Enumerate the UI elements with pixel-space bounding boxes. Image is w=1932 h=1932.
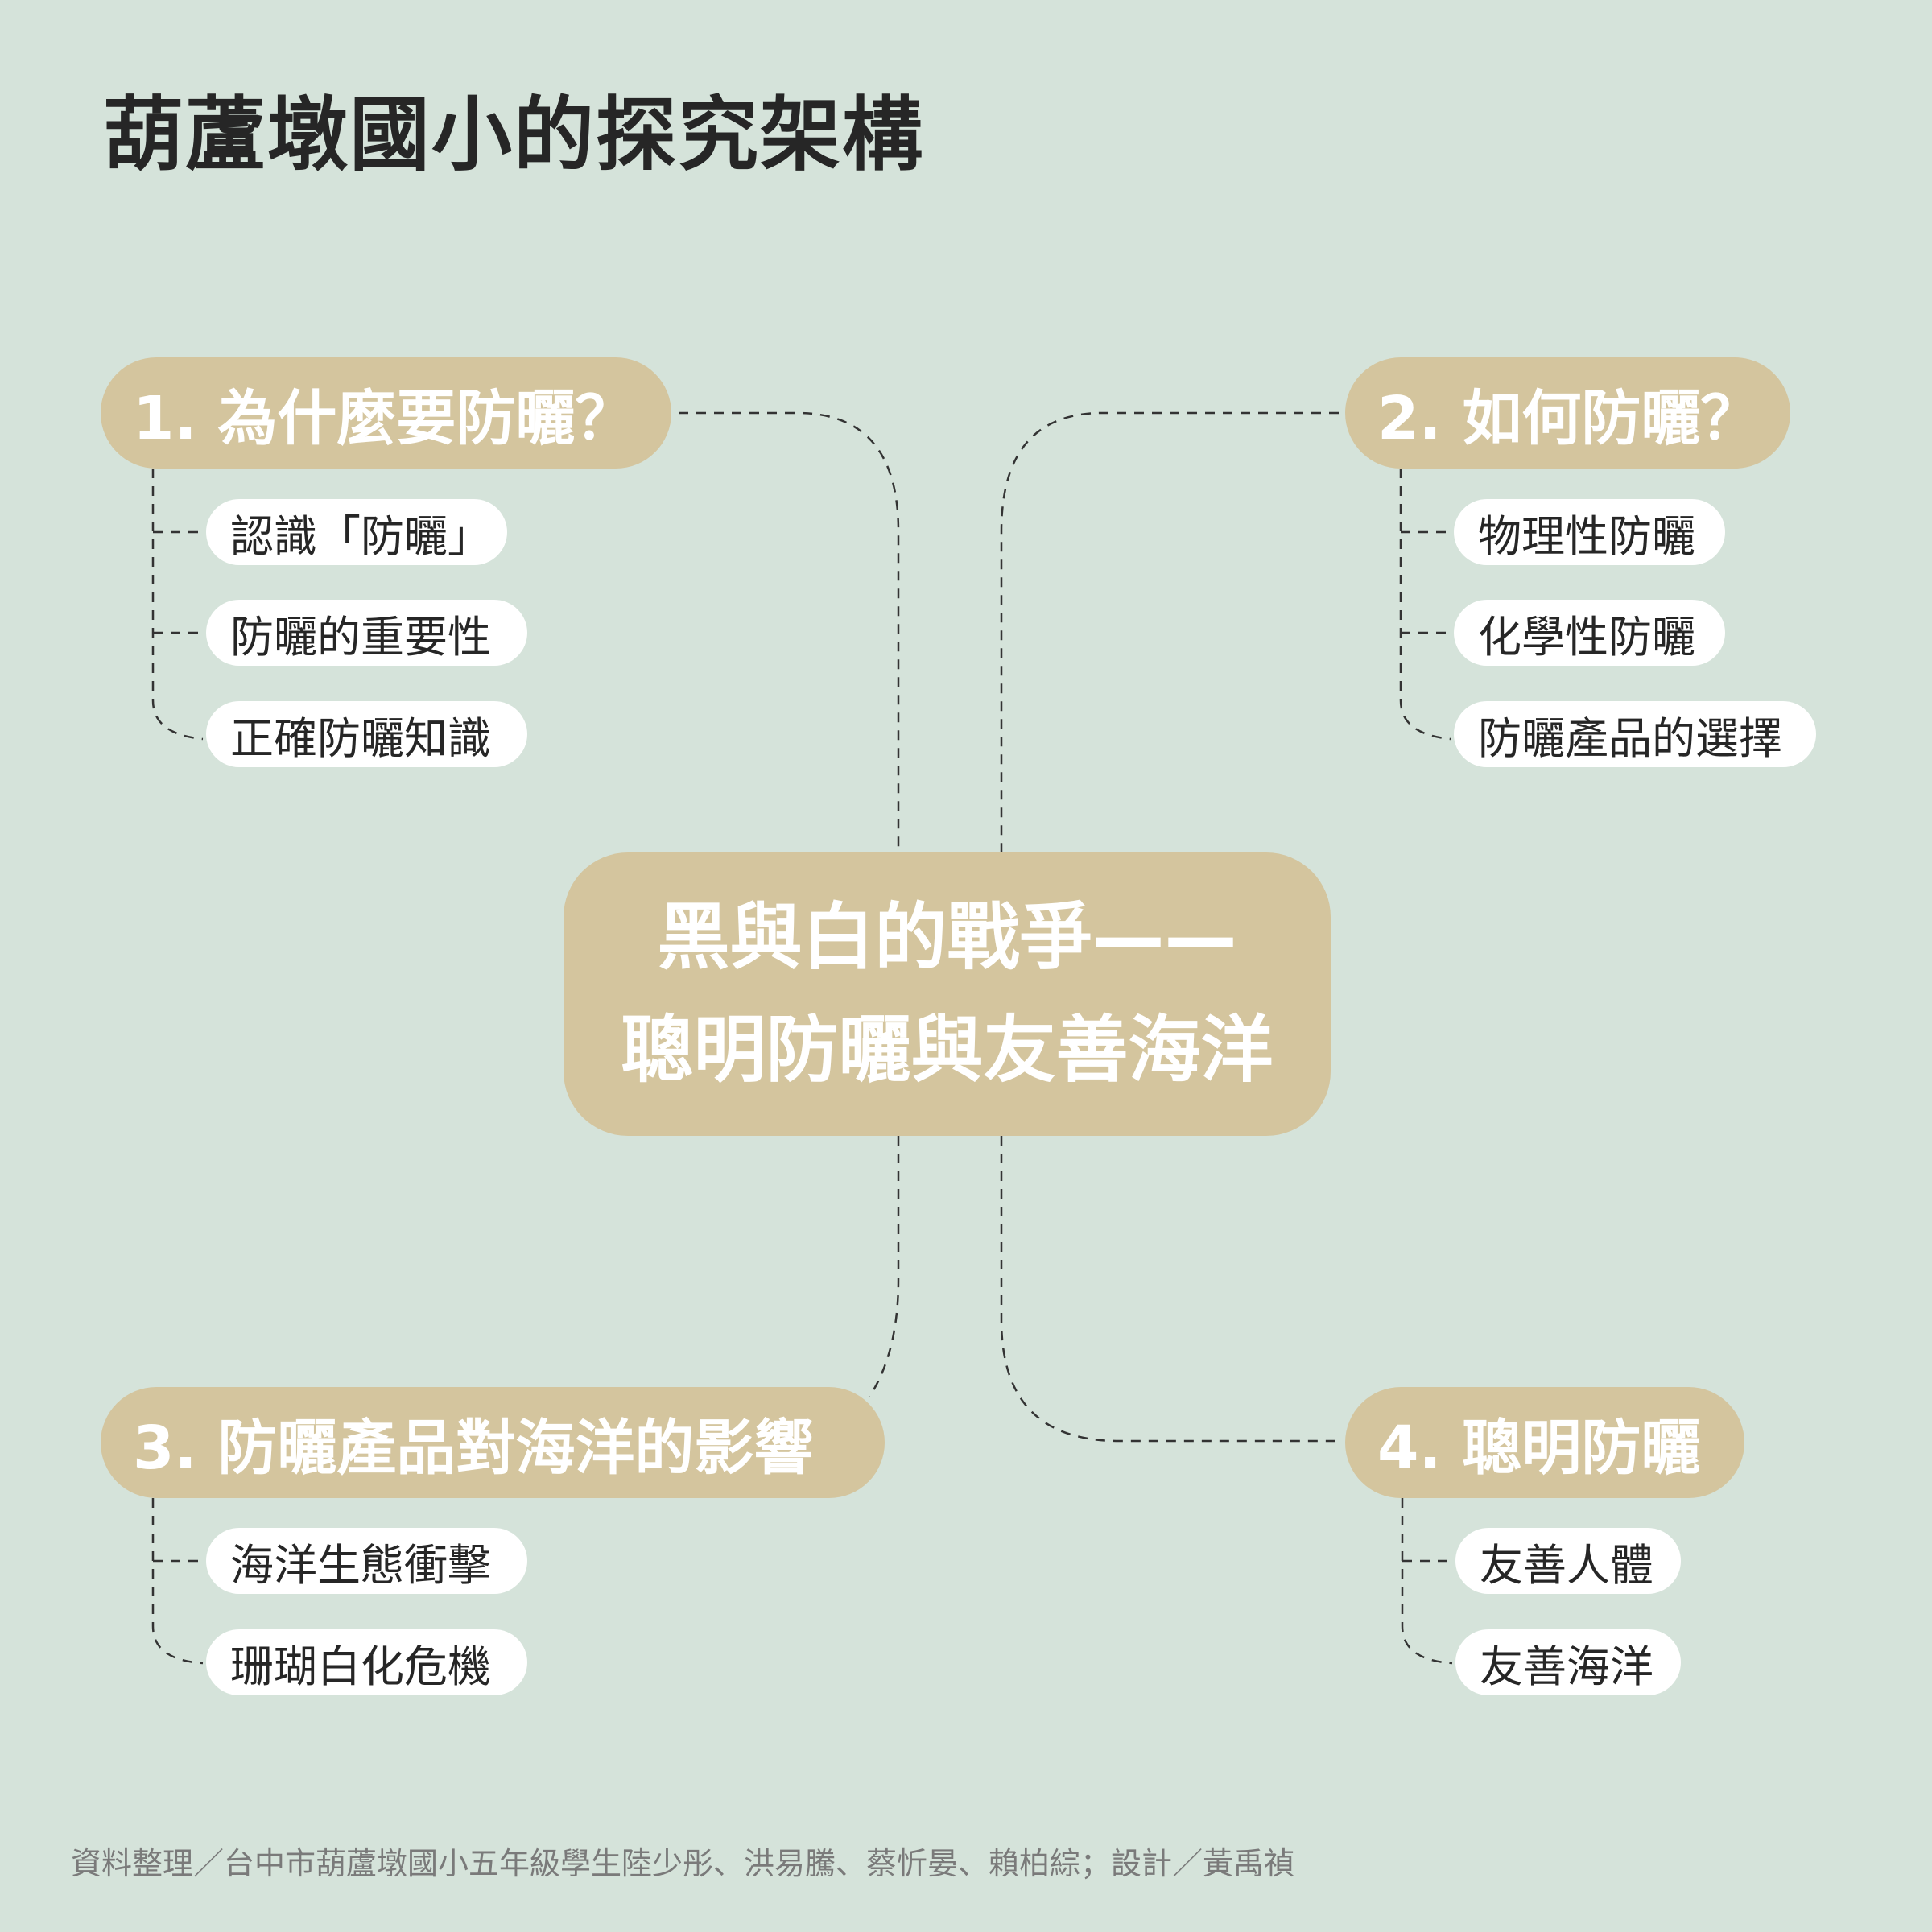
branch-4-tree (1401, 1498, 1453, 1665)
branch-1-tree (151, 469, 204, 741)
list-item: 物理性防曬 (1454, 499, 1725, 565)
list-item: 防曬的重要性 (206, 600, 527, 666)
branch-4-node: 4. 聰明防曬 (1345, 1387, 1744, 1498)
connector-center-branch-3 (868, 1136, 900, 1397)
list-item: 防曬產品的選擇 (1454, 701, 1816, 767)
central-topic-line2: 聰明防曬與友善海洋 (621, 1008, 1274, 1092)
connector-center-branch-4 (1000, 1136, 1339, 1443)
list-item: 友善海洋 (1455, 1629, 1681, 1695)
branch-2-node: 2. 如何防曬？ (1345, 357, 1790, 469)
list-item: 認識「防曬」 (206, 499, 507, 565)
page-title: 葫蘆墩國小的探究架構 (103, 88, 924, 182)
branch-2-tree (1399, 469, 1451, 741)
list-item: 化學性防曬 (1454, 600, 1725, 666)
connector-center-branch-2 (1000, 411, 1339, 852)
connector-center-branch-1 (679, 411, 900, 852)
list-item: 海洋生態衝擊 (206, 1528, 527, 1594)
branch-3-tree (151, 1498, 204, 1665)
central-topic-line1: 黑與白的戰爭—— (657, 895, 1237, 980)
credits-footer: 資料整理／台中市葫蘆墩國小五年級學生陸少彤、洪易騰、蔡忻晏、賴柏綜；設計／黃禹禎 (71, 1846, 1295, 1881)
list-item: 正確防曬知識 (206, 701, 527, 767)
list-item: 友善人體 (1455, 1528, 1681, 1594)
central-topic: 黑與白的戰爭—— 聰明防曬與友善海洋 (564, 852, 1331, 1136)
list-item: 珊瑚白化危機 (206, 1629, 527, 1695)
branch-3-node: 3. 防曬產品對海洋的影響 (101, 1387, 885, 1498)
branch-1-node: 1. 為什麼要防曬？ (101, 357, 671, 469)
